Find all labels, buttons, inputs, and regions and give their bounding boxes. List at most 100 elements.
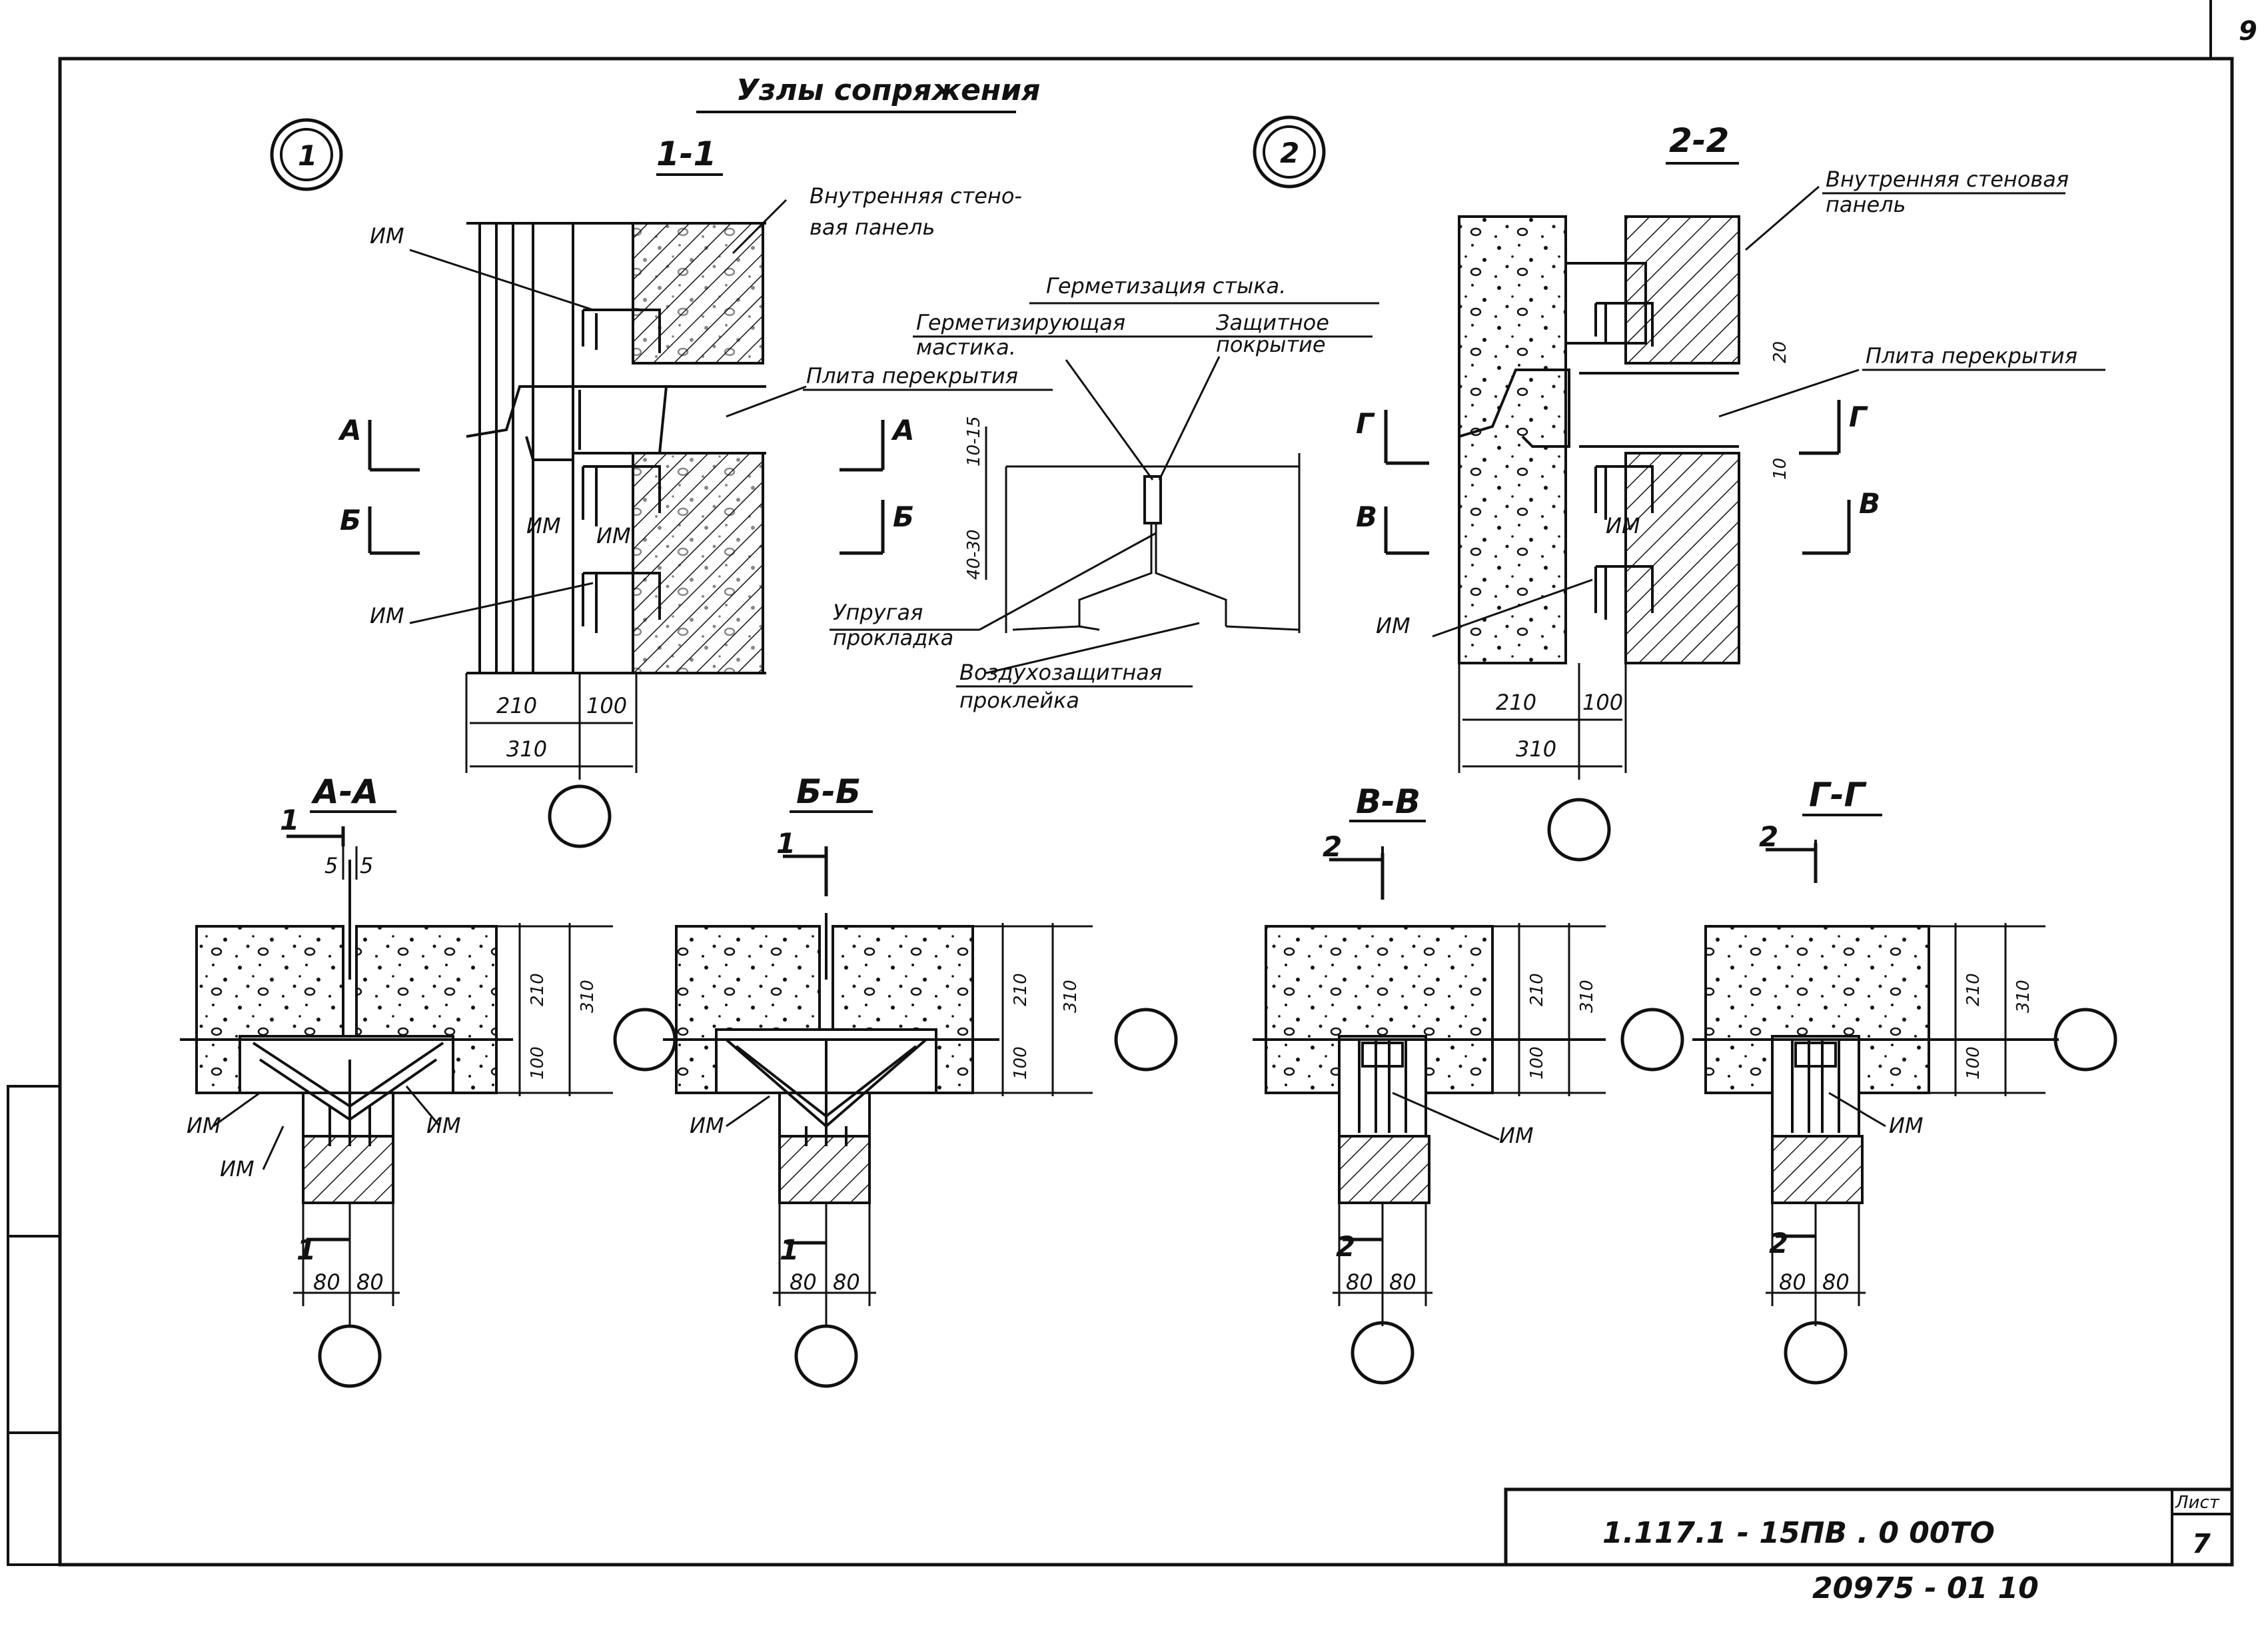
label-im-aa-2: ИМ	[220, 1156, 255, 1182]
cut-mark-b-1: Б	[340, 504, 361, 536]
dim-80-vv-l: 80	[1346, 1269, 1373, 1295]
dim-80-vv-r: 80	[1389, 1269, 1417, 1295]
dim-310-2: 310	[1516, 736, 1556, 762]
label-im-5: ИМ	[1376, 613, 1411, 638]
section-title-v-v: В-В	[1356, 782, 1420, 821]
dim-310-1: 310	[506, 736, 547, 762]
dim-80-aa-l: 80	[313, 1269, 340, 1295]
cut-mark-2-vv: 2	[1323, 830, 1342, 863]
dim-5-left: 5	[324, 853, 338, 878]
cut-mark-a-2: А	[891, 414, 915, 446]
axis-bubble-gg-bottom	[1784, 1321, 1848, 1385]
dim-40-30: 40-30	[964, 529, 984, 580]
axis-bubble-aa-bottom	[318, 1324, 382, 1388]
cut-mark-1-aa-b: 1	[296, 1233, 316, 1266]
dim-100-aa: 100	[528, 1046, 548, 1080]
section-title-b-b: Б-Б	[796, 772, 861, 811]
dim-20: 20	[1770, 341, 1790, 363]
cut-mark-g-1: Г	[1356, 407, 1375, 440]
label-im-2: ИМ	[370, 603, 404, 628]
label-inner-wall-panel-1b: вая панель	[810, 215, 935, 240]
dim-210-2: 210	[1496, 690, 1536, 715]
dim-310-aa: 310	[578, 980, 598, 1013]
node-marker-2: 2	[1253, 115, 1326, 189]
axis-bubble-bb-bottom	[794, 1324, 858, 1388]
stamp-sheet-label: Лист	[2175, 1493, 2220, 1513]
section-2-2: 2-2 Внутренняя стеновая панель Плита пер…	[1356, 121, 2105, 862]
label-inner-wall-panel-1a: Внутренняя стено-	[810, 183, 1022, 209]
dim-310-gg: 310	[2013, 980, 2033, 1013]
label-floor-slab-1: Плита перекрытия	[806, 363, 1018, 389]
cut-mark-1-aa: 1	[280, 804, 299, 836]
dim-210-gg: 210	[1964, 973, 1984, 1006]
cut-mark-b-2: Б	[893, 500, 914, 533]
stamp-designation: 1.117.1 - 15ПВ . 0 00ТО	[1602, 1516, 1995, 1550]
dim-210-vv: 210	[1527, 973, 1547, 1006]
label-sealing-mastic-b: мастика.	[916, 335, 1016, 360]
stamp-sheet-number: 7	[2192, 1529, 2211, 1559]
label-im-4: ИМ	[596, 523, 631, 548]
label-inner-wall-panel-2b: панель	[1826, 192, 1906, 217]
axis-bubble-vv-bottom	[1351, 1321, 1415, 1385]
svg-text:2: 2	[1280, 137, 1299, 169]
dim-210-bb: 210	[1011, 973, 1031, 1006]
cut-mark-v-1: В	[1356, 500, 1377, 533]
svg-text:1: 1	[298, 139, 317, 172]
dim-100-bb: 100	[1011, 1046, 1031, 1080]
axis-bubble-1-1	[548, 784, 612, 848]
section-v-v: В-В 210 310 100 80 80 ИМ	[1253, 782, 1684, 1385]
archive-number: 20975 - 01 10	[1812, 1571, 2039, 1605]
dim-100-vv: 100	[1527, 1046, 1547, 1080]
axis-bubble-vv-right	[1620, 1008, 1684, 1072]
drawing-title: Узлы сопряжения	[736, 73, 1040, 107]
label-air-seal-tape-b: проклейка	[959, 688, 1079, 713]
sealing-detail: Герметизация стыка. Герметизирующая маст…	[830, 273, 1379, 713]
label-elastic-gasket-a: Упругая	[833, 600, 923, 625]
dim-80-gg-r: 80	[1822, 1269, 1850, 1295]
cut-mark-v-2: В	[1859, 487, 1880, 520]
dim-310-vv: 310	[1577, 980, 1597, 1013]
label-im-1: ИМ	[370, 223, 404, 249]
cut-mark-a-1: А	[338, 414, 362, 446]
label-im-aa-3: ИМ	[426, 1113, 461, 1138]
cut-mark-1-bb-b: 1	[780, 1233, 799, 1266]
cut-mark-g-2: Г	[1849, 401, 1868, 433]
dim-100-1: 100	[586, 693, 627, 718]
cut-mark-2-vv-b: 2	[1336, 1230, 1355, 1263]
dim-10-15: 10-15	[964, 416, 984, 466]
dim-80-aa-r: 80	[356, 1269, 384, 1295]
section-title-a-a: А-А	[310, 772, 378, 811]
node-marker-1: 1	[270, 118, 343, 191]
axis-bubble-gg-right	[2053, 1008, 2117, 1072]
section-title-1-1: 1-1	[656, 135, 716, 173]
label-im-gg: ИМ	[1889, 1113, 1924, 1138]
section-title-2-2: 2-2	[1669, 121, 1729, 160]
cut-mark-2-gg: 2	[1759, 820, 1778, 853]
label-sealing-mastic-a: Герметизирующая	[916, 310, 1125, 335]
page-corner-number: 9	[2239, 16, 2257, 47]
label-protective-coating-a: Защитное	[1216, 310, 1329, 335]
label-inner-wall-panel-2a: Внутренняя стеновая	[1826, 167, 2069, 192]
sheet-frame	[7, 0, 2234, 1567]
dim-310-bb: 310	[1061, 980, 1081, 1013]
label-im-vv: ИМ	[1499, 1123, 1534, 1148]
dim-210-aa: 210	[528, 973, 548, 1006]
axis-bubble-bb-right	[1114, 1008, 1178, 1072]
dim-210-1: 210	[496, 693, 537, 718]
cut-mark-1-bb: 1	[776, 827, 796, 860]
dim-100-2: 100	[1582, 690, 1623, 715]
dim-5-right: 5	[360, 853, 373, 878]
title-block: 1.117.1 - 15ПВ . 0 00ТО Лист 7	[1504, 1487, 2234, 1567]
section-title-g-g: Г-Г	[1809, 776, 1868, 814]
dim-80-bb-r: 80	[833, 1269, 860, 1295]
dim-80-bb-l: 80	[790, 1269, 817, 1295]
cut-mark-2-gg-b: 2	[1769, 1227, 1788, 1259]
label-im-6: ИМ	[1606, 513, 1640, 538]
section-b-b: Б-Б 210 310 100 80 80	[663, 772, 1178, 1388]
section-g-g: Г-Г 210 310 100 80 80 ИМ	[1692, 776, 2117, 1385]
dim-100-gg: 100	[1964, 1046, 1984, 1080]
axis-bubble-2-2	[1547, 798, 1611, 862]
section-a-a: А-А	[180, 772, 677, 1388]
label-im-bb: ИМ	[690, 1113, 724, 1138]
label-im-3: ИМ	[526, 513, 561, 538]
